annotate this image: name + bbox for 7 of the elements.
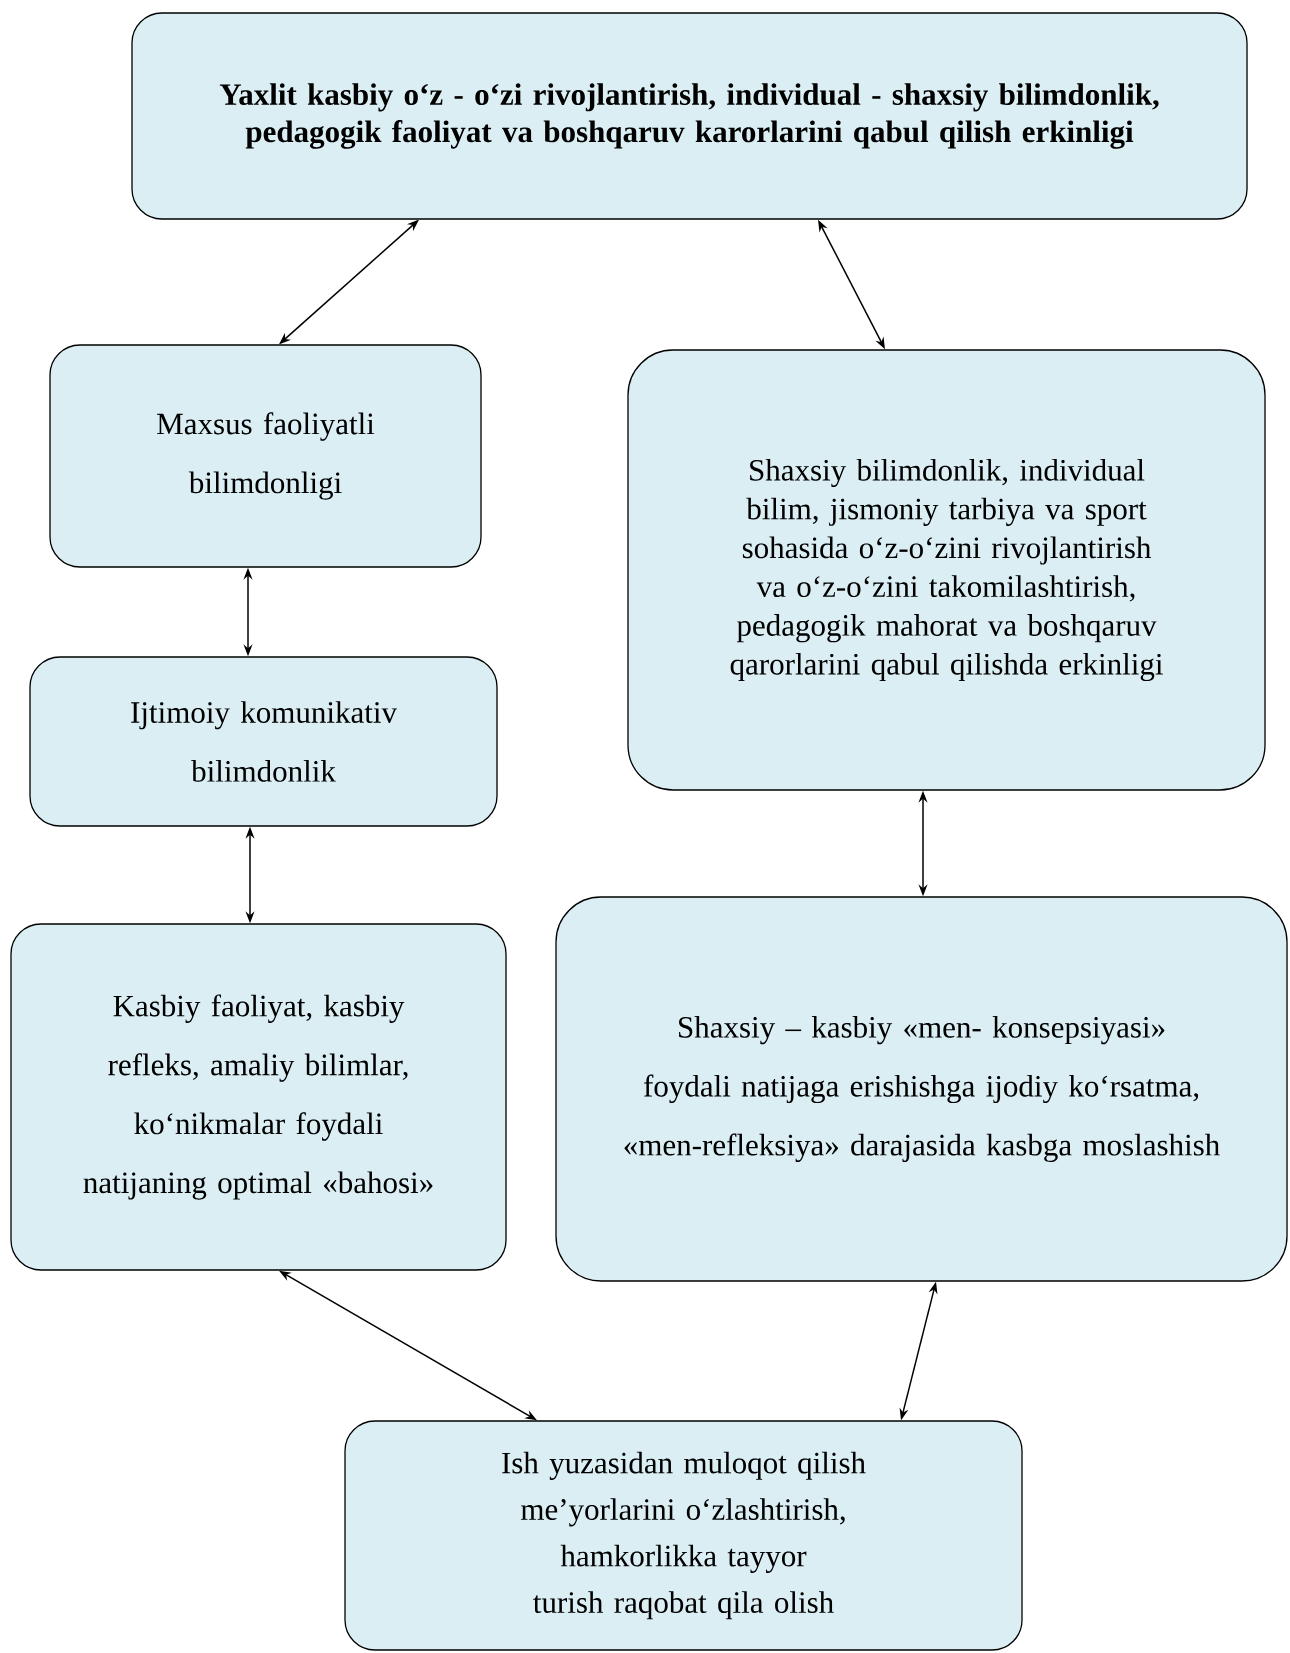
text-box: Maxsus faoliyatli bilimdonligi [49, 344, 482, 568]
text-box: Yaxlit kasbiy o‘z - o‘zi rivojlantirish, individual - shaxsiy bilimdonlik, pedagogik faoliyat va boshqaruv karorlarini qabul qilish erkinligi [131, 12, 1248, 220]
text-box: Ish yuzasidan muloqot qilish me’yorlarini o‘zlashtirish, hamkorlikka tayyor turish raqobat qila olish [344, 1420, 1023, 1651]
text-box: Shaxsiy bilimdonlik, individual bilim, jismoniy tarbiya va sport sohasida o‘z-o‘zini rivojlantirish va o‘z-o‘zini takomilashtirish, pedagogik mahorat va boshqaruv qarorlarini qabul qilishda erkinligi [627, 349, 1266, 791]
text-box: Shaxsiy – kasbiy «men- konsepsiyasi» foydali natijaga erishishga ijodiy ko‘rsatma, «men-refleksiya» darajasida kasbga moslashish [555, 896, 1288, 1282]
text-box: Kasbiy faoliyat, kasbiy refleks, amaliy bilimlar, ko‘nikmalar foydali natijaning optimal «bahosi» [10, 923, 507, 1271]
text-box: Ijtimoiy komunikativ bilimdonlik [29, 656, 498, 827]
